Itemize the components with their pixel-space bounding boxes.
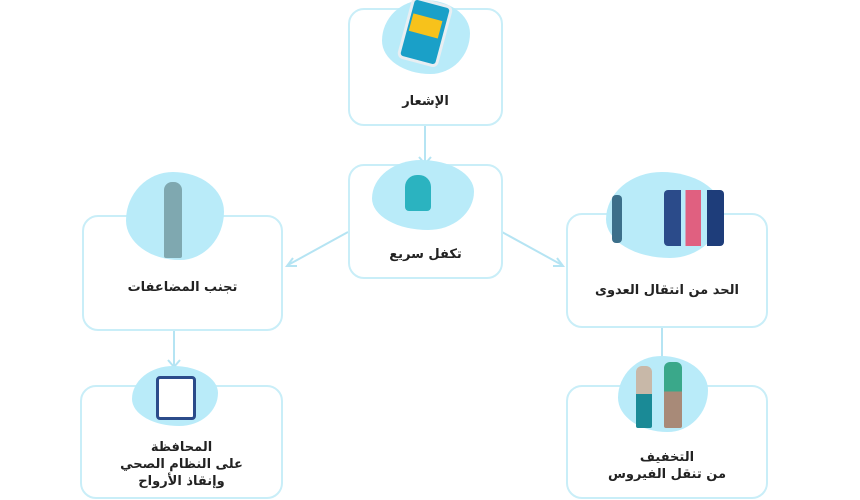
node-label-line2: على النظام الصحي <box>120 457 243 472</box>
node-label: تجنب المضاعفات <box>127 280 238 295</box>
node-label-line2: من تنقل الفيروس <box>607 467 727 482</box>
people-group-icon <box>664 190 724 246</box>
house-family-icon <box>156 376 196 420</box>
support-agent-icon <box>405 175 431 211</box>
node-label: الحد من انتقال العدوى <box>595 283 739 298</box>
person-icon <box>612 195 622 243</box>
node-label-line3: وإنقاذ الأرواح <box>138 474 225 489</box>
node-label-line1: المحافظة <box>150 440 213 455</box>
arrow-support-to-avoid <box>287 231 349 266</box>
illustration-blob <box>618 356 708 432</box>
node-label: تكفل سريع <box>389 247 462 262</box>
node-label: الإشعار <box>402 94 449 109</box>
person-icon <box>636 366 652 428</box>
person-icon <box>664 362 682 428</box>
arrow-support-to-limit <box>501 231 563 266</box>
doctor-icon <box>164 182 182 258</box>
envelope-icon <box>408 13 443 39</box>
node-label-line1: التخفيف <box>639 450 695 465</box>
